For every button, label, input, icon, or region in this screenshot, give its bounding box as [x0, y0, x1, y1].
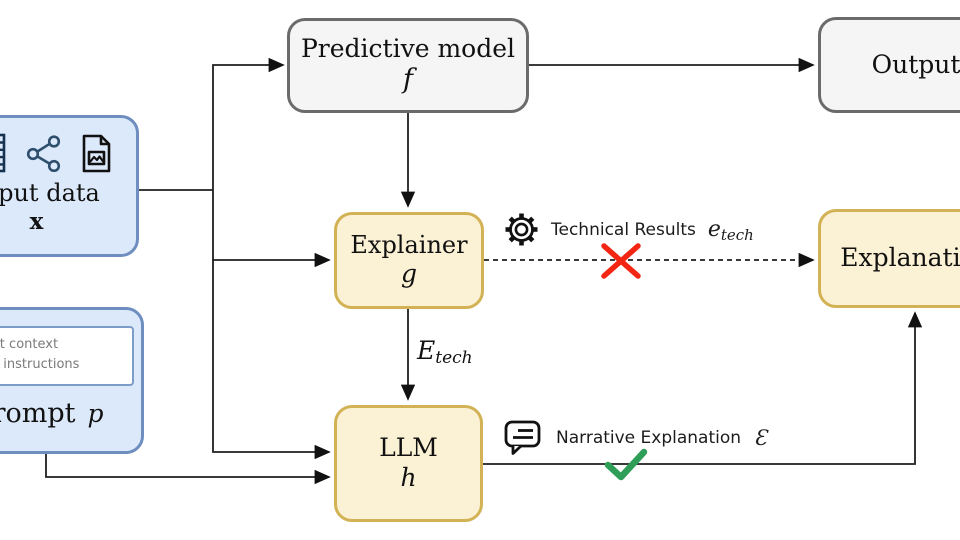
- node-title: Input data: [0, 179, 100, 207]
- node-symbol: g: [400, 259, 417, 289]
- etech-output-symbol: etech: [707, 217, 754, 244]
- share-icon: [26, 134, 60, 172]
- green-check-icon: [604, 448, 648, 481]
- node-title: Output: [871, 49, 960, 79]
- node-symbol: x: [29, 207, 44, 235]
- node-title: Explainer: [350, 230, 468, 259]
- prompt-context-box[interactable]: Dataset context Output instructions: [0, 326, 134, 386]
- node-title: Predictive model: [300, 33, 516, 63]
- table-icon: [0, 133, 5, 173]
- input-data-icon-row: [0, 132, 112, 174]
- narrative-explanation-label: Narrative Explanation Ɛ: [504, 420, 767, 455]
- node-title: Prompt: [0, 398, 76, 429]
- speech-bubble-icon: [504, 420, 541, 455]
- node-title: Explanation: [840, 243, 960, 273]
- narrative-explanation-text: Narrative Explanation: [556, 427, 742, 448]
- technical-results-text: Technical Results: [551, 219, 696, 240]
- gear-icon: [505, 213, 538, 246]
- red-cross-icon: [601, 243, 641, 279]
- node-symbol: h: [400, 462, 417, 492]
- node-title: LLM: [379, 433, 438, 463]
- node-explanation[interactable]: Explanation: [818, 209, 960, 308]
- prompt-context-line: Output instructions: [0, 357, 80, 373]
- edge-inputdata-to-llm: [212, 260, 331, 460]
- node-input-data[interactable]: Input data x: [0, 115, 139, 257]
- technical-results-label: Technical Results etech: [504, 212, 754, 247]
- node-predictive-model[interactable]: Predictive model f: [287, 18, 529, 113]
- node-prompt[interactable]: Dataset context Output instructions Prom…: [0, 307, 144, 454]
- edge-prompt-to-llm: [45, 454, 331, 485]
- node-symbol: p: [87, 399, 104, 428]
- node-explainer[interactable]: Explainer g: [334, 212, 484, 309]
- etech-matrix-symbol: Etech: [417, 336, 473, 369]
- node-output[interactable]: Output: [818, 17, 960, 113]
- edge-inputdata-to-predictive: [212, 57, 285, 190]
- node-symbol: f: [403, 63, 413, 95]
- prompt-context-line: Dataset context: [0, 337, 59, 352]
- narrative-symbol: Ɛ: [754, 425, 768, 450]
- edge-inputdata-to-explainer: [212, 190, 331, 268]
- node-llm[interactable]: LLM h: [334, 405, 483, 522]
- image-file-icon: [82, 134, 110, 172]
